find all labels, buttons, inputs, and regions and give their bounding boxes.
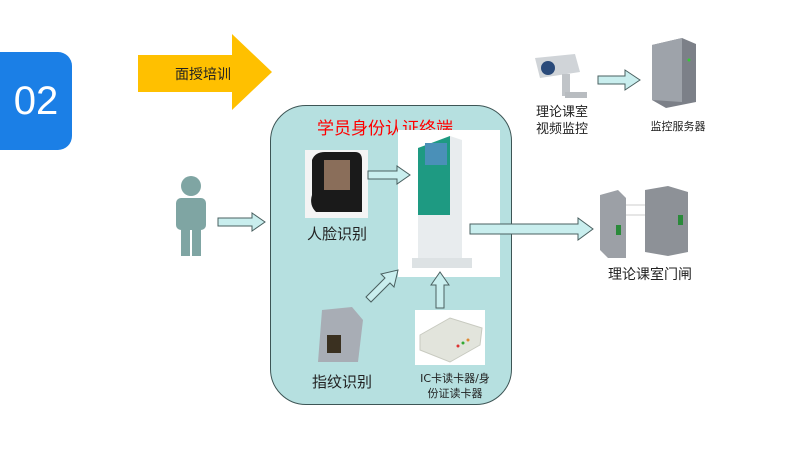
turnstile-gate-icon (600, 186, 688, 258)
card-reader-label-line2: 份证读卡器 (427, 387, 483, 400)
kiosk-icon (412, 136, 472, 268)
camera-label-line1: 理论课室 (535, 105, 589, 120)
card-reader-icon (419, 317, 483, 363)
banner-arrow (138, 34, 272, 110)
card-reader-label-line1: IC卡读卡器/身 (420, 372, 490, 385)
arrow-face-to-kiosk (367, 165, 411, 185)
camera-label-line2: 视频监控 (535, 122, 589, 137)
fingerprint-scanner-icon (318, 307, 363, 362)
server-icon (652, 38, 696, 108)
arrow-fingerprint-to-kiosk (365, 269, 399, 303)
arrow-kiosk-to-gate (469, 217, 594, 241)
slide-number-badge: 02 (0, 52, 72, 150)
gate-label: 理论课室门闸 (608, 267, 692, 283)
banner-arrow-label: 面授培训 (175, 67, 231, 83)
arrow-camera-to-server (597, 69, 641, 91)
surveillance-camera-icon (535, 54, 587, 98)
fingerprint-label: 指纹识别 (311, 373, 373, 391)
face-recognition-label: 人脸识别 (306, 225, 368, 243)
arrow-person-to-terminal (217, 212, 266, 232)
face-recognition-icon (311, 152, 362, 212)
arrow-cardreader-to-kiosk (430, 271, 450, 309)
person-icon (176, 176, 206, 256)
server-label: 监控服务器 (650, 120, 706, 133)
